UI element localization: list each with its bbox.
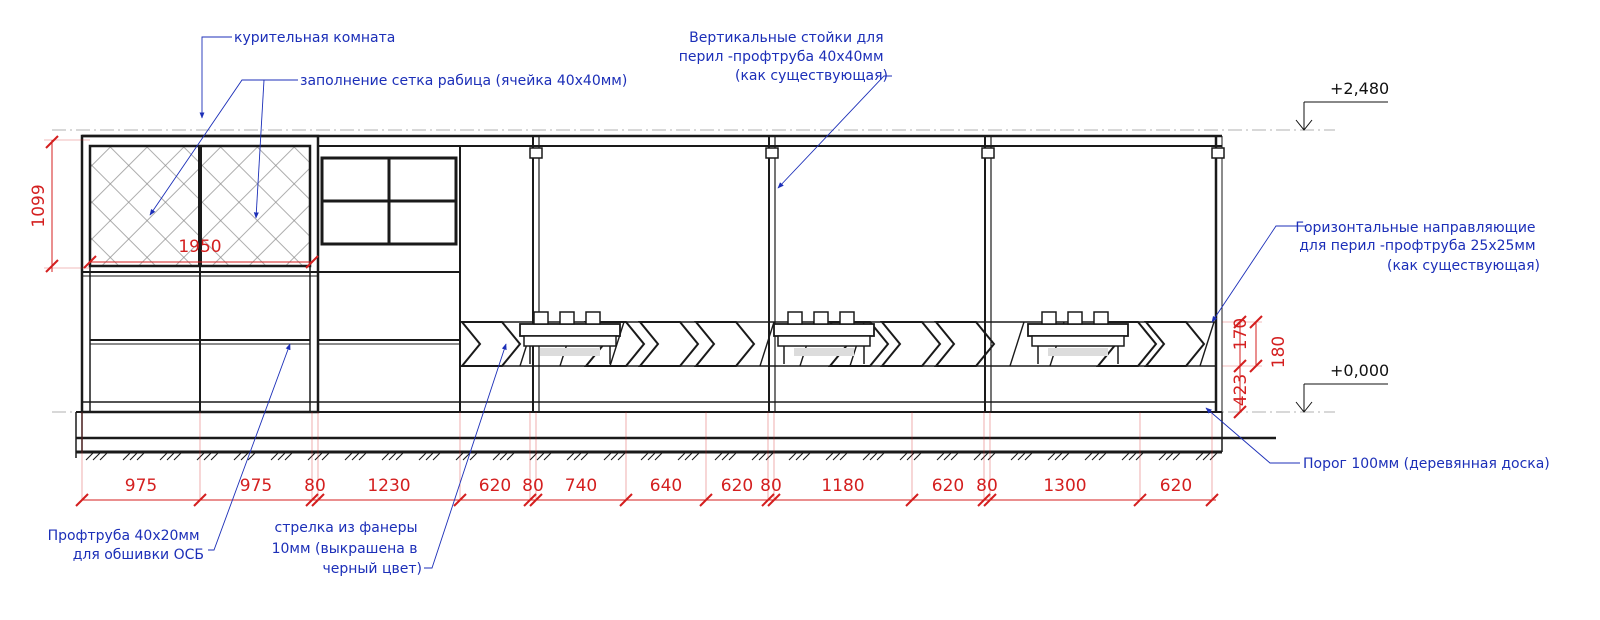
annotation-plywood-arrow: стрелка из фанеры 10мм (выкрашена в черн…: [272, 343, 507, 577]
annotation-mesh-fill: заполнение сетка рабица (ячейка 40х40мм): [149, 73, 627, 219]
dim-bottom-label: 80: [976, 476, 998, 496]
dim-bottom-label: 975: [125, 476, 157, 496]
dim-height-left: 1099: [29, 184, 49, 227]
plywood-arrow: [933, 321, 996, 367]
dim-bottom-label: 1230: [367, 476, 410, 496]
label-vertical-posts: Вертикальные стойки для перил -профтруба…: [679, 30, 888, 84]
level-mark-top: +2,480: [1295, 79, 1389, 131]
left-height-dimension: 1099: [29, 135, 90, 273]
label-smoking-room: курительная комната: [234, 30, 395, 46]
plywood-arrow: [459, 321, 522, 367]
dim-width-mesh: 1950: [178, 237, 221, 257]
ground-hatch: [85, 451, 1219, 461]
dim-bottom-label: 620: [932, 476, 964, 496]
vertical-post: [981, 136, 995, 412]
benches: [519, 311, 1129, 364]
plywood-arrow: [879, 321, 942, 367]
vertical-post: [765, 136, 779, 412]
annotation-threshold: Порог 100мм (деревянная доска): [1205, 407, 1550, 472]
end-post-cap: [1211, 147, 1225, 159]
plywood-arrow: [693, 321, 756, 367]
dim-bottom-label: 80: [522, 476, 544, 496]
dim-bottom-label: 620: [1160, 476, 1192, 496]
vertical-posts: [529, 136, 1225, 412]
label-threshold: Порог 100мм (деревянная доска): [1303, 456, 1550, 472]
bench: [519, 311, 621, 364]
plywood-arrow: [637, 321, 700, 367]
dim-bottom-label: 975: [240, 476, 272, 496]
level-mark-zero: +0,000: [1295, 361, 1389, 413]
dim-bottom-label: 80: [304, 476, 326, 496]
right-height-dimensions: 170 180 423: [1222, 315, 1289, 419]
bench: [1027, 311, 1129, 364]
dim-bottom-label: 80: [760, 476, 782, 496]
railing-structure: [82, 134, 1223, 412]
smoking-room-frame: [80, 134, 320, 414]
vertical-post: [529, 136, 543, 412]
dim-bottom-label: 620: [479, 476, 511, 496]
dim-bottom-label: 740: [565, 476, 597, 496]
dim-right-423: 423: [1231, 374, 1251, 406]
dim-bottom-label: 620: [721, 476, 753, 496]
level-zero-label: +0,000: [1330, 361, 1389, 380]
annotation-smoking-room: курительная комната: [199, 30, 395, 119]
annotation-horizontal-rails: Горизонтальные направляющие для перил -п…: [1211, 220, 1540, 323]
annotation-profile-pipe: Профтруба 40х20мм для обшивки ОСБ: [48, 343, 291, 563]
level-top-label: +2,480: [1330, 79, 1389, 98]
plywood-arrow: [1143, 321, 1206, 367]
label-profile-pipe: Профтруба 40х20мм для обшивки ОСБ: [48, 528, 204, 563]
dim-right-170: 170: [1231, 318, 1251, 350]
dim-bottom-label: 1300: [1043, 476, 1086, 496]
label-plywood-arrow: стрелка из фанеры 10мм (выкрашена в черн…: [272, 520, 422, 577]
bottom-dimension-chain: 975 975 80 1230 620 80 740 640 620 80 1180 620 80 130…: [75, 412, 1219, 507]
bench: [773, 311, 875, 364]
label-horizontal-rails: Горизонтальные направляющие для перил -п…: [1295, 220, 1540, 274]
dim-bottom-label: 640: [650, 476, 682, 496]
label-mesh-fill: заполнение сетка рабица (ячейка 40х40мм): [300, 73, 627, 89]
dim-bottom-label: 1180: [821, 476, 864, 496]
mesh-width-dimension: 1950: [83, 237, 319, 269]
dim-right-180: 180: [1269, 336, 1289, 368]
annotation-vertical-posts: Вертикальные стойки для перил -профтруба…: [679, 30, 892, 189]
middle-frame: [317, 145, 461, 413]
